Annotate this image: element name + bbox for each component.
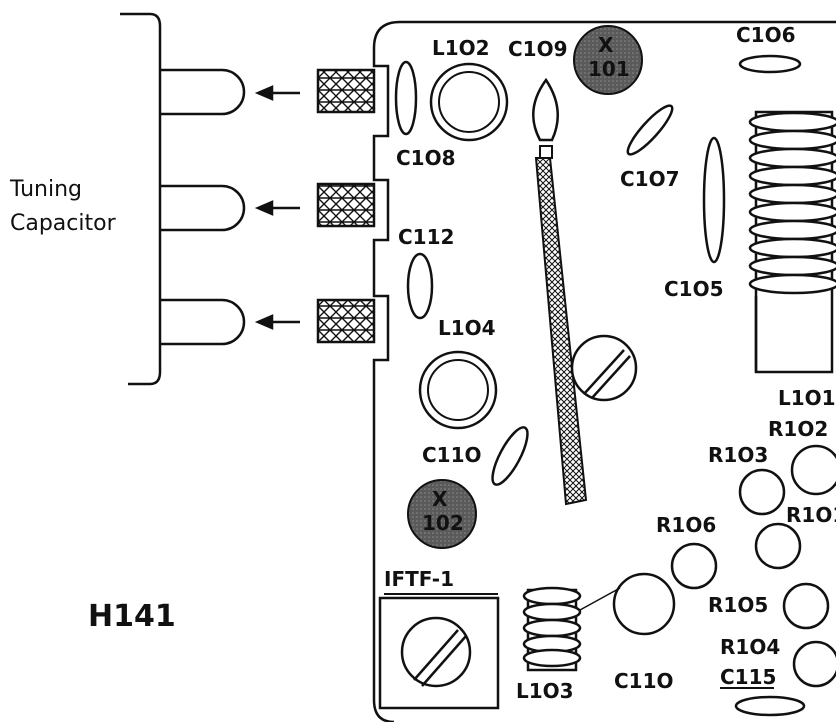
tuning-label-line2: Capacitor [10, 211, 117, 236]
terminal-2 [316, 182, 376, 228]
r106-label: R1O6 [656, 513, 716, 537]
c105-label: C1O5 [664, 277, 724, 301]
r104-label: R1O4 [720, 635, 780, 659]
antenna-wire [534, 157, 588, 506]
capacitor-c115-body [734, 695, 806, 717]
ift-label: IFTF-1 [384, 567, 454, 591]
c106-label: C1O6 [736, 23, 796, 47]
capacitor-c110-upper-body [491, 426, 529, 486]
l101-label: L1O1 [778, 386, 836, 410]
resistor-r101 [754, 522, 802, 570]
r103-label: R1O3 [708, 443, 768, 467]
capacitor-c107-body [626, 104, 674, 156]
capacitor-c106-body [738, 54, 802, 74]
crystal-x101: X 101 [573, 25, 643, 95]
svg-text:102: 102 [422, 511, 464, 535]
l103-label: L1O3 [516, 679, 574, 703]
c115-label: C115 [720, 665, 776, 689]
c107-label: C1O7 [620, 167, 680, 191]
resistor-r106 [670, 542, 718, 590]
terminal-1 [316, 68, 376, 114]
svg-text:X: X [432, 487, 448, 511]
c110-label-upper: C11O [422, 443, 482, 467]
crystal-x102: X 102 [407, 479, 477, 549]
l104-label: L1O4 [438, 316, 496, 340]
inductor-l102 [429, 62, 509, 142]
r105-label: R1O5 [708, 593, 768, 617]
resistor-r102 [790, 444, 836, 496]
c110-label-lower: C11O [614, 669, 674, 693]
inductor-l101 [748, 110, 836, 374]
capacitor-c108-body [394, 60, 418, 136]
resistor-r105 [782, 582, 830, 630]
terminal-3 [316, 298, 376, 344]
connection-arrows [254, 85, 300, 330]
r101-label: R1O1 [786, 503, 836, 527]
r102-label: R1O2 [768, 417, 828, 441]
tuning-label-line1: Tuning [9, 177, 82, 202]
svg-text:X: X [598, 33, 614, 57]
tuning-capacitor-bracket [120, 12, 246, 386]
capacitor-c105-body [702, 136, 726, 264]
svg-text:101: 101 [588, 57, 630, 81]
inductor-l103 [522, 586, 621, 672]
mounting-screw-1 [570, 334, 638, 402]
c109-label: C1O9 [508, 37, 568, 61]
c108-label: C1O8 [396, 146, 456, 170]
capacitor-c110-lower-body [612, 572, 676, 636]
c112-label: C112 [398, 225, 454, 249]
l102-label: L1O2 [432, 36, 490, 60]
ift-transformer [378, 596, 500, 710]
resistor-r103 [738, 468, 786, 516]
inductor-l104 [418, 350, 498, 430]
c109-lead [539, 145, 553, 159]
model-label: H141 [88, 599, 176, 634]
resistor-r104 [792, 640, 836, 688]
capacitor-c112-body [406, 252, 434, 320]
capacitor-c109-body [532, 77, 559, 142]
circuit-board-outline [372, 20, 836, 722]
